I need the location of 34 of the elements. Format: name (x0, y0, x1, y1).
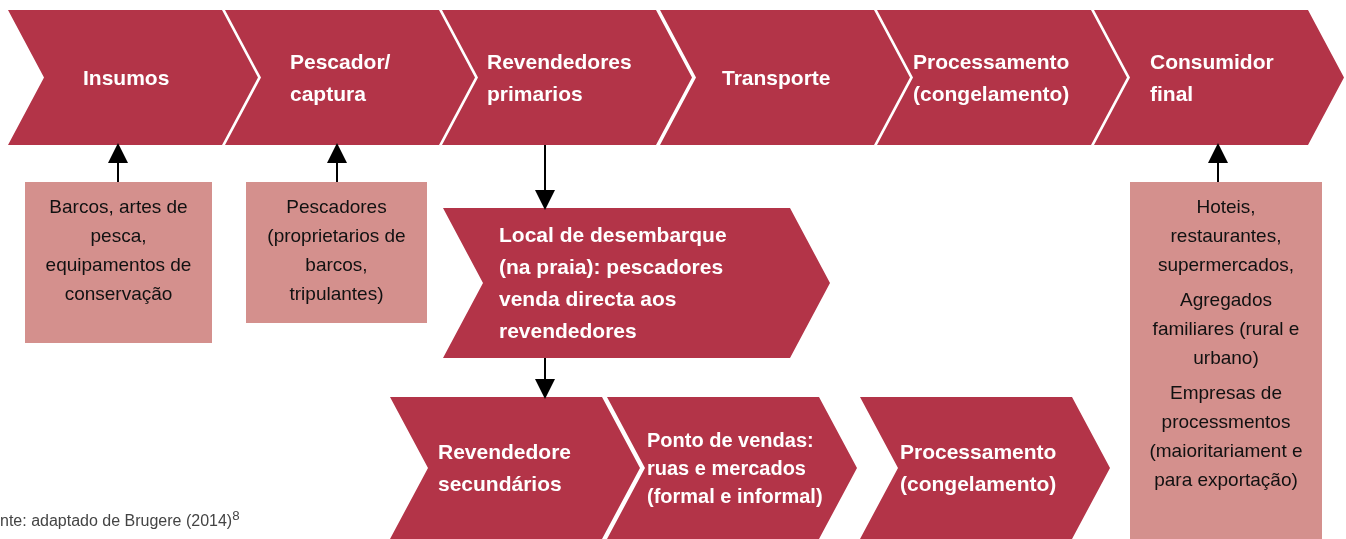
chevron-step (225, 10, 475, 145)
step-label: Revendedores primarios (487, 48, 633, 107)
arrow (535, 357, 555, 399)
chevron-step (607, 397, 857, 539)
step-label: Insumos (83, 64, 171, 91)
info-text: Barcos, artes de pesca, equipamentos de conservação (44, 195, 193, 306)
step-label: Processamento (congelamento) (913, 48, 1071, 107)
step-label: Transporte (722, 64, 832, 91)
arrow (1208, 143, 1228, 183)
chevron-step (8, 10, 258, 145)
info-box (25, 182, 212, 343)
source-note: nte: adaptado de Brugere (2014)$^{8}$ (0, 508, 240, 531)
chevron-step (1094, 10, 1344, 145)
chevron-step (877, 10, 1127, 145)
chevron-step (443, 208, 830, 358)
arrow (535, 144, 555, 210)
step-label: Revendedore secundários (438, 439, 573, 497)
arrow (108, 143, 128, 183)
info-text: Empresas de processmentos (maioritariament e para exportação) (1148, 381, 1304, 492)
info-text: Hoteis, restaurantes, supermercados, (1156, 195, 1296, 277)
info-text: Pescadores (proprietarios de barcos, tripulantes) (266, 195, 407, 306)
info-text: Agregados familiares (rural e urbano) (1151, 288, 1301, 370)
arrow (327, 143, 347, 183)
step-label: Processamento (congelamento) (900, 439, 1058, 497)
step-label: Pescador/ captura (290, 48, 392, 107)
chevron-step (860, 397, 1110, 539)
chevron-step (660, 10, 910, 145)
step-label: Local de desembarque (na praia): pescadores venda directa aos revendedores (499, 222, 728, 344)
step-label: Consumidor final (1150, 48, 1275, 107)
chevron-step (442, 10, 692, 145)
info-box (246, 182, 427, 323)
info-box (1130, 182, 1322, 539)
step-label: Ponto de vendas: ruas e mercados (formal e informal) (647, 428, 824, 509)
chevron-step (390, 397, 640, 539)
